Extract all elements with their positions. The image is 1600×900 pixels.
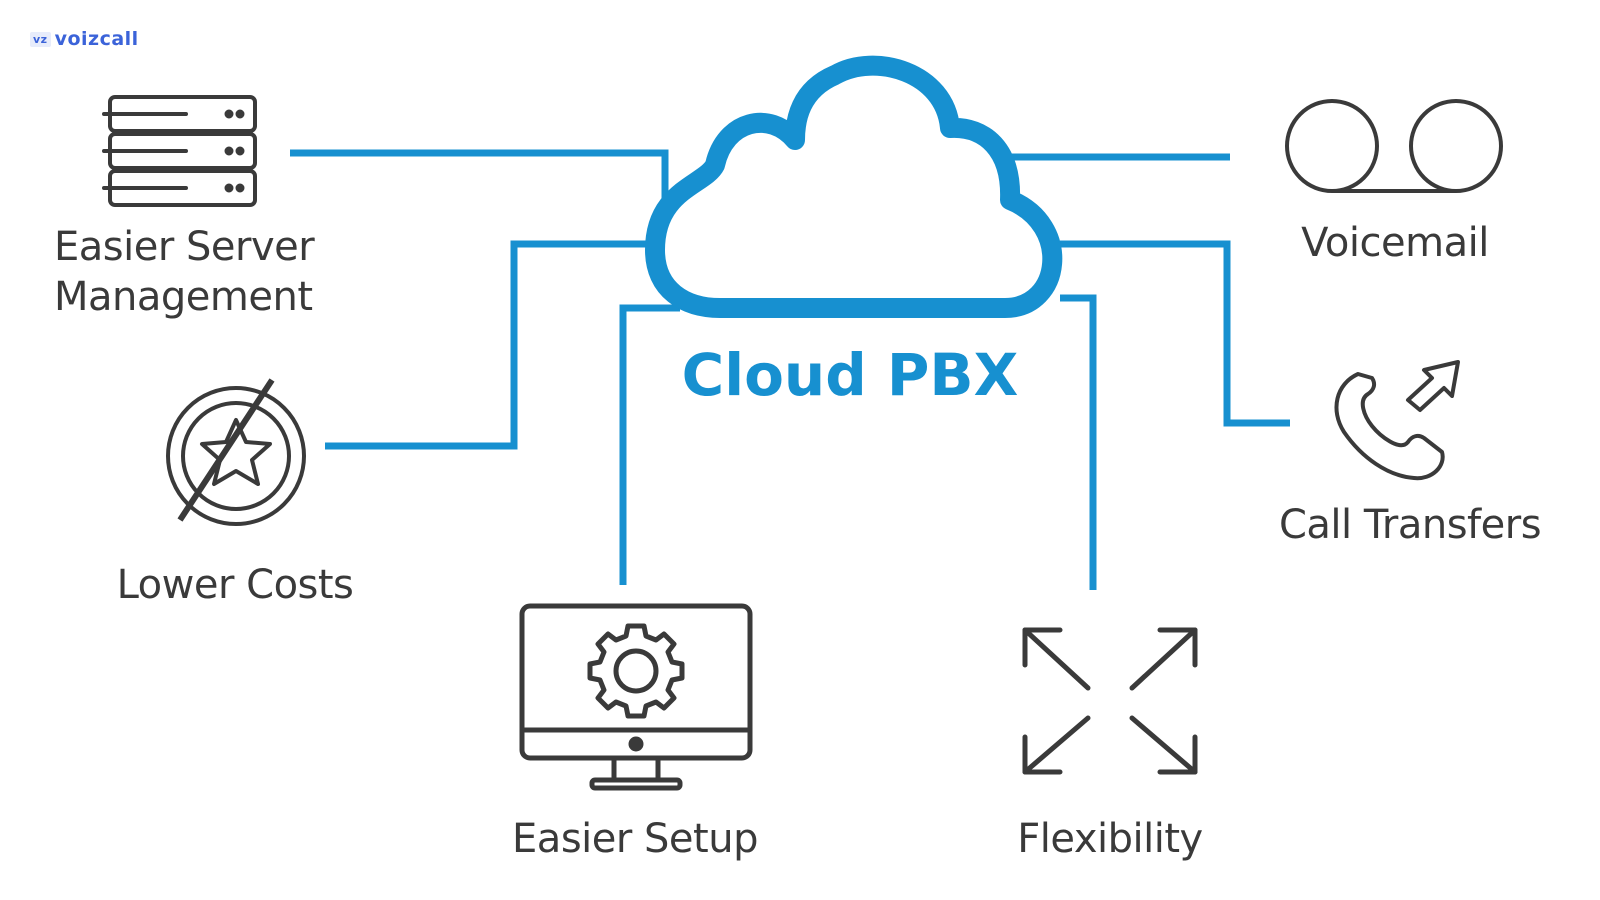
connector-server [290,149,669,200]
node-label-flexibility: Flexibility [1017,816,1203,862]
center-title: Cloud PBX [681,341,1019,409]
brand-logo: vz voizcall [30,28,139,50]
voicemail-icon [1285,99,1503,193]
connector-costs [325,240,655,450]
logo-mark: vz [30,31,51,47]
node-label-transfer: Call Transfers [1278,502,1542,548]
node-label-server-line2: Management [54,274,313,320]
expand-arrows-icon [1022,627,1198,775]
server-rack-icon [102,95,257,207]
connector-transfer [1060,240,1290,427]
connector-setup [619,304,680,585]
phone-transfer-icon [1334,360,1460,481]
node-label-voicemail: Voicemail [1301,220,1489,266]
connector-lines [290,149,1290,590]
cloud-icon [645,55,1063,318]
node-label-costs: Lower Costs [116,562,354,608]
node-label-setup: Easier Setup [512,816,758,862]
logo-text: voizcall [54,28,139,50]
node-label-server-line1: Easier Server [54,224,315,270]
connector-flexibility [1060,294,1097,590]
monitor-gear-icon [519,603,753,791]
crossed-coin-icon [166,378,306,526]
